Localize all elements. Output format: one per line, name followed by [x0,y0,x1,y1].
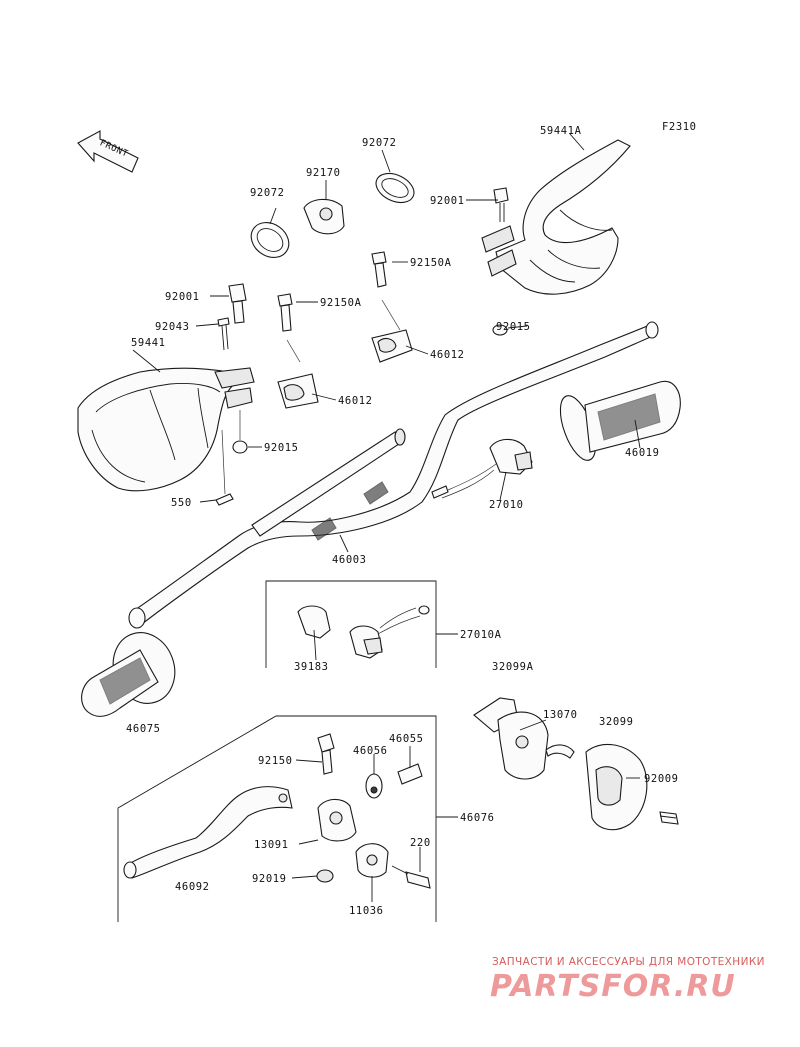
bolt-92150A-upper [371,251,387,288]
leader-lines [132,133,641,902]
throttle-housing-32099A [473,697,549,780]
label-92150: 92150 [258,755,293,767]
label-46012-upper: 46012 [430,349,465,361]
label-92015-left: 92015 [264,442,299,454]
label-11036: 11036 [349,905,384,917]
label-92170: 92170 [306,167,341,179]
bolt-92001-right [493,187,509,222]
label-46003: 46003 [332,554,367,566]
label-39183: 39183 [294,661,329,673]
label-92072-right: 92072 [362,137,397,149]
clamp-92170 [303,198,345,235]
screw-220 [391,865,431,889]
label-59441: 59441 [131,337,166,349]
watermark-brand: PARTSFOR.RU [490,969,736,1004]
label-32099: 32099 [599,716,634,728]
label-46056: 46056 [353,745,388,757]
clamp-11036 [355,843,389,878]
label-46055: 46055 [389,733,424,745]
screw-92009 [659,811,679,825]
label-92015-right: 92015 [496,321,531,333]
bolt-92150 [317,733,335,775]
watermark-tagline: ЗАПЧАСТИ И АКСЕССУАРЫ ДЛЯ МОТОТЕХНИКИ [492,956,765,968]
watermark: ЗАПЧАСТИ И АКСЕССУАРЫ ДЛЯ МОТОТЕХНИКИ PA… [490,956,765,1004]
label-92150A-lower: 92150A [320,297,362,309]
liner-13070 [545,744,575,759]
label-92150A-upper: 92150A [410,257,452,269]
label-92072-left: 92072 [250,187,285,199]
front-direction-arrow: FRONT [77,130,139,173]
label-46019: 46019 [625,447,660,459]
label-92043: 92043 [155,321,190,333]
label-46092: 46092 [175,881,210,893]
clamp-92072-left [250,222,290,258]
bolt-92150A-lower [277,293,301,363]
label-46075: 46075 [126,723,161,735]
label-46076: 46076 [460,812,495,824]
figure-code: F2310 [662,121,697,133]
grip-46019-right [559,380,681,461]
label-27010: 27010 [489,499,524,511]
bolt-92001-left [228,283,247,324]
assembly-box-27010A [265,580,437,668]
label-92019: 92019 [252,873,287,885]
nut-92019 [316,869,334,883]
nut-92015-left [232,410,248,454]
label-13091: 13091 [254,839,289,851]
adjuster-46055 [397,763,423,785]
holder-46012-lower [277,373,319,409]
cotter-pin-550 [215,429,234,506]
handlebar-46003 [128,321,659,629]
grip-46075-left [81,632,176,717]
label-46012-lower: 46012 [338,395,373,407]
lever-assembly-box-46076 [117,715,437,922]
nut-92015-right [492,324,508,336]
label-32099A: 32099A [492,661,534,673]
hand-guard-59441A [481,139,631,295]
adjuster-46056 [365,773,383,799]
label-59441A: 59441A [540,125,582,137]
cover-32099 [585,743,648,831]
label-550: 550 [171,497,192,509]
label-92001-right: 92001 [430,195,465,207]
pin-92043 [217,317,230,351]
bracket-13091 [317,798,357,842]
part-labels: 59441A 92072 92170 92072 92001 92150A 92… [126,125,679,917]
lever-46092 [123,786,293,879]
holder-46012-upper [371,299,413,363]
clamp-92072-right [375,172,415,204]
label-220: 220 [410,837,431,849]
label-92001-left: 92001 [165,291,200,303]
label-13070: 13070 [543,709,578,721]
hand-guard-59441 [77,367,255,492]
switch-27010 [431,438,533,499]
label-92009: 92009 [644,773,679,785]
label-27010A: 27010A [460,629,502,641]
